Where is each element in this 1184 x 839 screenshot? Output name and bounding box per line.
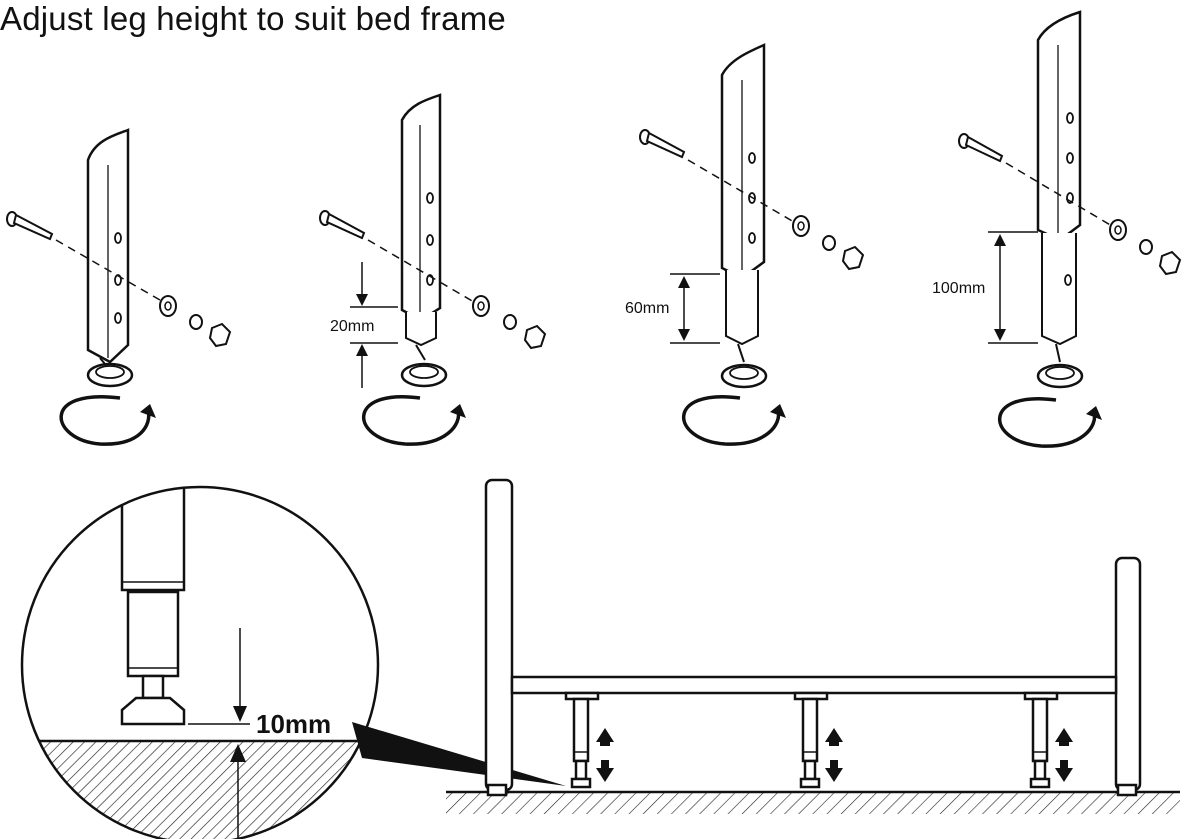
measurement-20mm: 20mm [330,318,374,335]
leg-step-3 [639,43,865,446]
lock-washer-icon [1139,239,1153,255]
support-leg [793,691,829,789]
detail-foot-pad [120,696,186,726]
leg-hole [748,152,756,164]
adjust-arrows-icon [825,728,843,782]
lock-washer-icon [503,314,517,330]
washer-hole [1114,225,1122,235]
leg-tube [1036,10,1082,242]
assembly-line [55,239,161,301]
nut-icon [208,322,232,348]
bolt-icon [639,129,686,159]
side-rail [510,675,1118,695]
leg-tube [720,43,766,280]
lock-washer-icon [189,314,203,330]
rotate-arrow-icon [59,395,151,446]
leg-hole [114,232,122,244]
measurement-10mm: 10mm [256,709,331,739]
rotate-arrow-head [140,404,156,418]
nut-icon [523,324,547,350]
foot-stem [1055,343,1061,363]
detail-magnifier [20,485,566,839]
rotate-arrow-icon [682,395,781,446]
inner-tube [1041,233,1077,346]
foot-pad-top [409,365,439,379]
assembly-line [1005,162,1113,227]
leg-step-1 [6,128,232,446]
rotate-arrow-icon [362,395,461,446]
nut-icon [841,245,865,271]
inner-tube [725,270,759,346]
detail-inner-tube [126,590,180,678]
leg-tube [400,93,442,322]
footboard-post [1114,556,1142,792]
detail-foot-stem [141,674,165,700]
foot-pad-top [729,366,759,380]
headboard-post [484,478,514,792]
detail-circle-outline [20,485,380,839]
leg-hole [114,312,122,324]
adjust-arrows-icon [596,728,614,782]
leg-hole [1066,112,1074,124]
diagram-title: Adjust leg height to suit bed frame [0,0,506,37]
rotate-arrow-head [1086,406,1102,420]
rotate-arrow-head [770,404,786,418]
detail-leg-tube [120,487,186,592]
washer-hole [164,301,172,311]
leg-hole [748,232,756,244]
foot-stem [737,343,745,363]
leg-hole [1064,274,1072,286]
foot-pad-top [95,365,125,379]
leg-hole [1066,152,1074,164]
washer-hole [477,301,485,311]
rotate-arrow-head [450,404,466,418]
headboard-foot [486,783,508,797]
adjust-arrows-icon [1055,728,1073,782]
rotate-arrow-icon [998,397,1097,448]
washer-hole [797,221,805,231]
support-leg [1023,691,1059,789]
bolt-icon [958,133,1004,163]
measurement-60mm: 60mm [625,300,669,317]
ground-hatch [446,792,1180,814]
leg-hole [426,192,434,204]
bolt-icon [319,210,366,240]
bed-frame [446,478,1180,814]
support-leg [564,691,600,789]
bolt-icon [6,211,54,241]
inner-tube [405,312,437,347]
callout-pointer [352,722,566,786]
assembly-line [687,159,795,223]
measurement-100mm: 100mm [932,280,985,297]
footboard-foot [1116,783,1138,797]
foot-pad-top [1045,366,1075,380]
nut-icon [1158,250,1182,276]
lock-washer-icon [822,235,836,251]
leg-step-2 [319,93,547,446]
assembly-line [367,239,475,303]
leg-hole [426,234,434,246]
leg-step-4 [958,10,1182,448]
foot-stem [415,344,426,361]
